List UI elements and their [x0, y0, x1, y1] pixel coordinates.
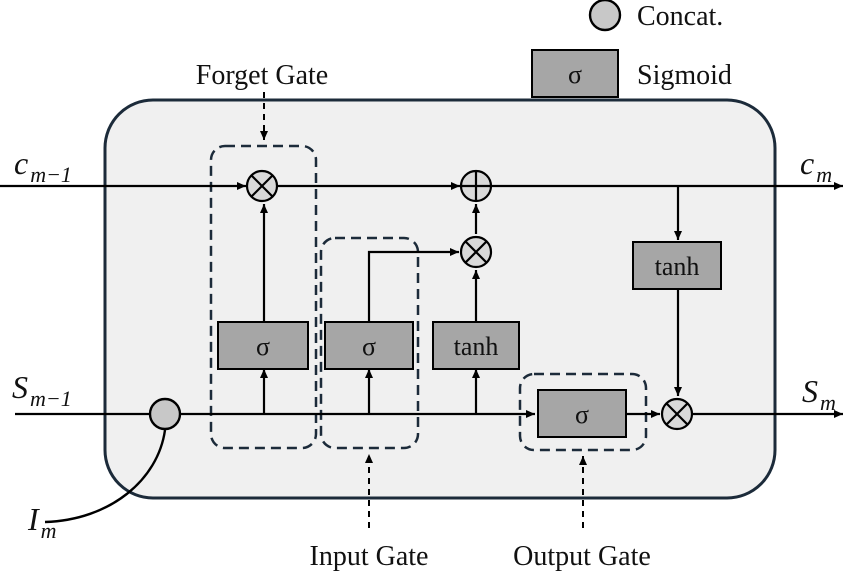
input-sigma-to-mult — [367, 248, 459, 322]
output-sigma-block — [537, 389, 627, 438]
input-curve — [44, 429, 167, 524]
forget-multiply-icon — [245, 169, 279, 203]
forget-gate-label: Forget Gate — [196, 60, 328, 91]
c-prev-label: cm−1 — [14, 145, 72, 187]
legend-sigmoid-symbol: σ — [568, 60, 582, 89]
output-sigma-label: σ — [575, 400, 589, 429]
s-out-label: Sm — [802, 373, 836, 415]
input-tanh-label: tanh — [454, 332, 499, 361]
input-gate-outline — [319, 236, 420, 450]
legend-sigmoid-label: Sigmoid — [637, 60, 732, 91]
output-multiply-icon — [660, 397, 694, 431]
cell-tanh-block — [632, 241, 722, 290]
input-sigma-label: σ — [362, 332, 376, 361]
forget-sigma-label: σ — [256, 332, 270, 361]
input-label: Im — [27, 501, 57, 543]
c-out-label: cm — [800, 145, 832, 187]
legend-concat-icon — [588, 0, 622, 32]
output-gate-outline — [518, 372, 648, 452]
cell-tanh-label: tanh — [655, 252, 700, 281]
lstm-cell-body — [103, 98, 777, 500]
input-multiply-icon — [459, 235, 493, 269]
forget-gate-outline — [209, 144, 318, 450]
add-icon — [459, 169, 493, 203]
legend-sigmoid-block — [531, 49, 619, 98]
legend-concat-label: Concat. — [637, 1, 723, 32]
forget-sigma-block — [217, 321, 309, 370]
output-gate-label: Output Gate — [513, 541, 651, 572]
input-gate-label: Input Gate — [310, 541, 429, 572]
s-prev-label: Sm−1 — [12, 369, 72, 411]
concat-node-icon — [148, 397, 182, 431]
input-sigma-block — [324, 321, 414, 370]
input-tanh-block — [432, 321, 520, 370]
